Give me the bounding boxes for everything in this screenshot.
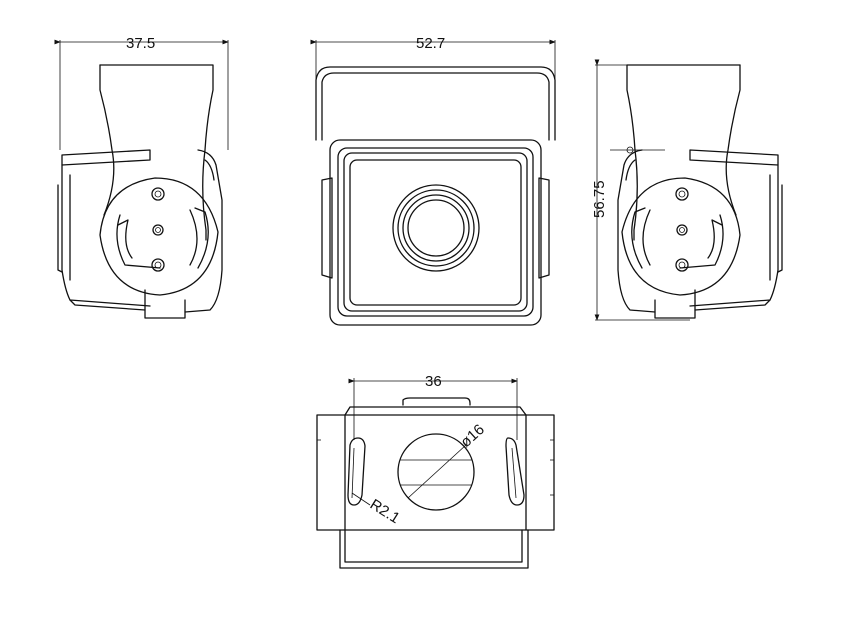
dim-height: 56.75 — [591, 180, 608, 218]
dim-bottom-width: 36 — [425, 373, 442, 390]
left-side-view: 37.5 — [54, 35, 229, 319]
right-side-view: 56.75 — [591, 59, 783, 321]
front-view: 52.7 — [310, 35, 556, 326]
dim-side-width: 37.5 — [126, 35, 155, 52]
dim-slot-radius: R2.1 — [367, 496, 403, 527]
bottom-view: 36 ø16 R2.1 — [316, 373, 555, 569]
dim-lens-diameter: ø16 — [457, 421, 488, 451]
dim-front-width: 52.7 — [416, 35, 445, 52]
